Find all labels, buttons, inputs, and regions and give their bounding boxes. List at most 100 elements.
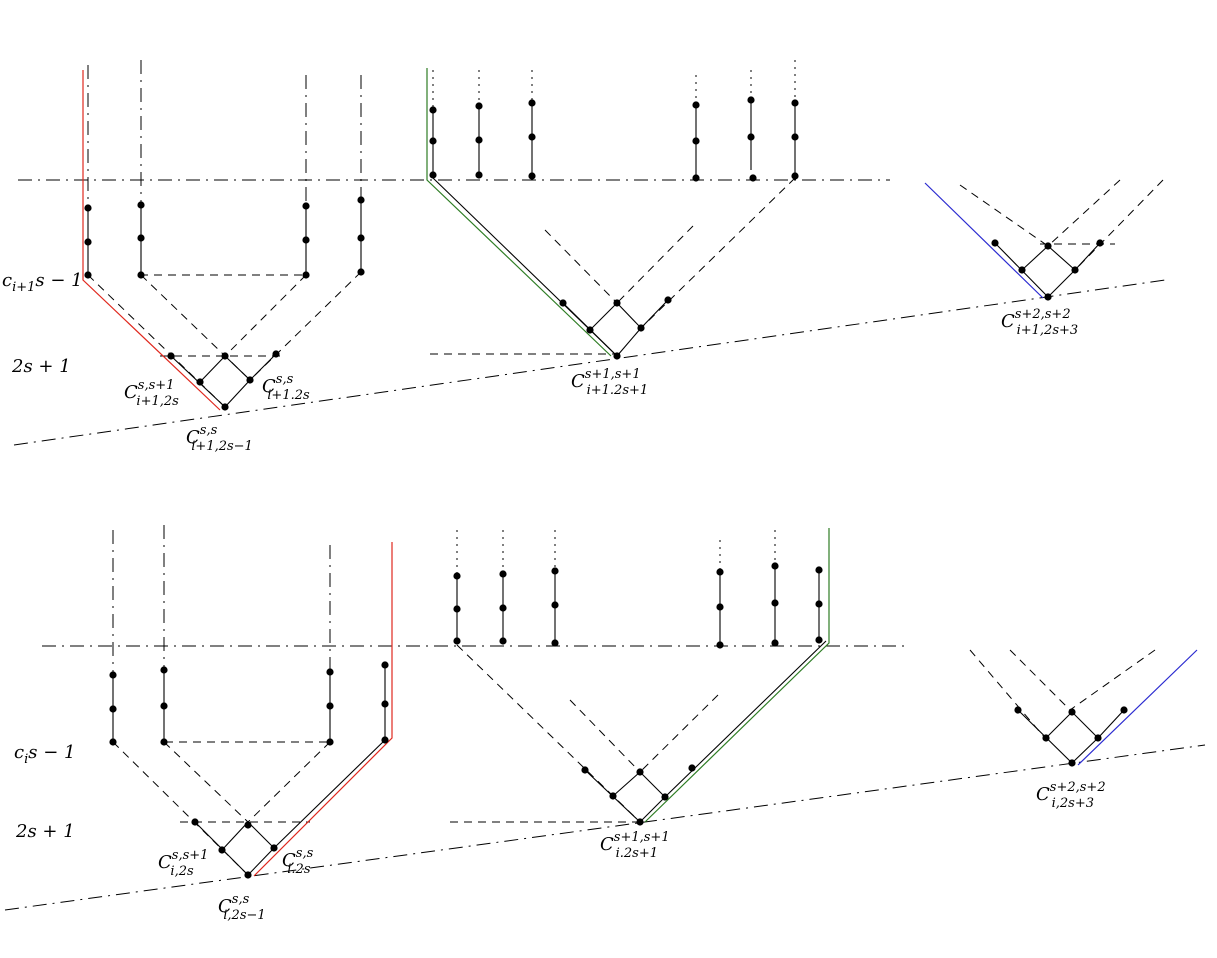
lattice-point (475, 136, 483, 144)
lattice-point (551, 567, 559, 575)
lattice-point (528, 99, 536, 107)
bottom-green-path (644, 528, 830, 823)
lattice-point (1071, 266, 1079, 274)
lattice-point (747, 96, 755, 104)
lattice-point (637, 324, 645, 332)
lattice-point (716, 603, 724, 611)
lattice-point (84, 204, 92, 212)
top-mid-diamond (589, 302, 618, 331)
bottom-mid-v-line (569, 699, 641, 773)
top-green-path (426, 68, 612, 357)
lattice-point (1120, 706, 1128, 714)
lattice-point (664, 296, 672, 304)
lattice-point (109, 705, 117, 713)
lattice-point (1068, 708, 1076, 716)
top-right-v-line (1047, 179, 1121, 247)
lattice-point (771, 562, 779, 570)
top-left-diamond (199, 355, 226, 383)
lattice-point (636, 768, 644, 776)
lattice-point (815, 636, 823, 644)
lattice-point (137, 234, 145, 242)
lattice-point (84, 238, 92, 246)
lattice-point (196, 378, 204, 386)
lattice-point (499, 637, 507, 645)
top-left-diamond (224, 355, 251, 381)
bottom-left-diamond (221, 821, 249, 851)
top-right-v-line (1074, 179, 1164, 271)
lattice-point (613, 352, 621, 360)
lattice-point (749, 174, 757, 182)
lattice-point (453, 572, 461, 580)
top-left-v-line (224, 274, 307, 357)
lattice-point (160, 666, 168, 674)
lattice-point (716, 568, 724, 576)
lattice-point (692, 137, 700, 145)
lattice-point (528, 172, 536, 180)
lattice-point (528, 133, 536, 141)
lattice-point (551, 601, 559, 609)
bottom-left-diamond (247, 847, 275, 876)
lattice-point (221, 403, 229, 411)
lattice-point (84, 271, 92, 279)
lattice-point (160, 702, 168, 710)
bottom-red-path (253, 542, 393, 877)
lattice-point (1042, 734, 1050, 742)
bottom-mid-diamond (639, 771, 666, 798)
lattice-point (747, 133, 755, 141)
lattice-point (326, 668, 334, 676)
top-mid-v-line (544, 229, 618, 304)
lattice-point (559, 299, 567, 307)
lattice-point (302, 236, 310, 244)
lattice-points (84, 96, 1128, 879)
lattice-point (791, 172, 799, 180)
top-left-diamond (249, 353, 277, 381)
lattice-point (692, 174, 700, 182)
bottom-right-v-line (969, 649, 1046, 739)
row-label-top-2s1: 2s + 1 (11, 356, 71, 377)
bottom-left-v-line (247, 741, 331, 823)
lattice-point (218, 846, 226, 854)
lattice-point (1096, 239, 1104, 247)
bottom-mid-diamond (639, 796, 666, 823)
top-right-v-line (959, 184, 1049, 247)
lattice-point (692, 101, 700, 109)
bottom-left-v-line (163, 741, 249, 823)
lattice-point (272, 350, 280, 358)
lattice-point (429, 171, 437, 179)
lattice-point (137, 271, 145, 279)
lattice-point (167, 352, 175, 360)
lattice-point (381, 661, 389, 669)
lattice-point (815, 566, 823, 574)
bottom-left-diamond (247, 821, 275, 849)
lattice-point (586, 326, 594, 334)
lattice-point (326, 702, 334, 710)
lattice-point (191, 818, 199, 826)
bottom-mid-v-line (639, 694, 719, 773)
top-left-diamond (224, 379, 251, 408)
lattice-point (302, 271, 310, 279)
lattice-point (429, 106, 437, 114)
lattice-point (613, 299, 621, 307)
lattice-point (499, 570, 507, 578)
lattice-point (244, 871, 252, 879)
top-mid-diamond (616, 302, 642, 329)
bottom-panel (4, 525, 1206, 911)
bottom-slanted-baseline (4, 744, 1206, 911)
lattice-point (791, 133, 799, 141)
lattice-point (246, 376, 254, 384)
bottom-mid-diamond (664, 640, 827, 798)
top-blue-path (924, 182, 1044, 299)
row-label-bottom-c: cis − 1 (14, 742, 75, 767)
row-label-top-c: ci+1s − 1 (2, 270, 83, 295)
top-right-diamond (1047, 269, 1076, 298)
bottom-right-diamond (1045, 711, 1073, 739)
bottom-blue-path (1077, 649, 1198, 766)
lattice-point (109, 738, 117, 746)
bottom-right-v-line (1009, 649, 1071, 711)
